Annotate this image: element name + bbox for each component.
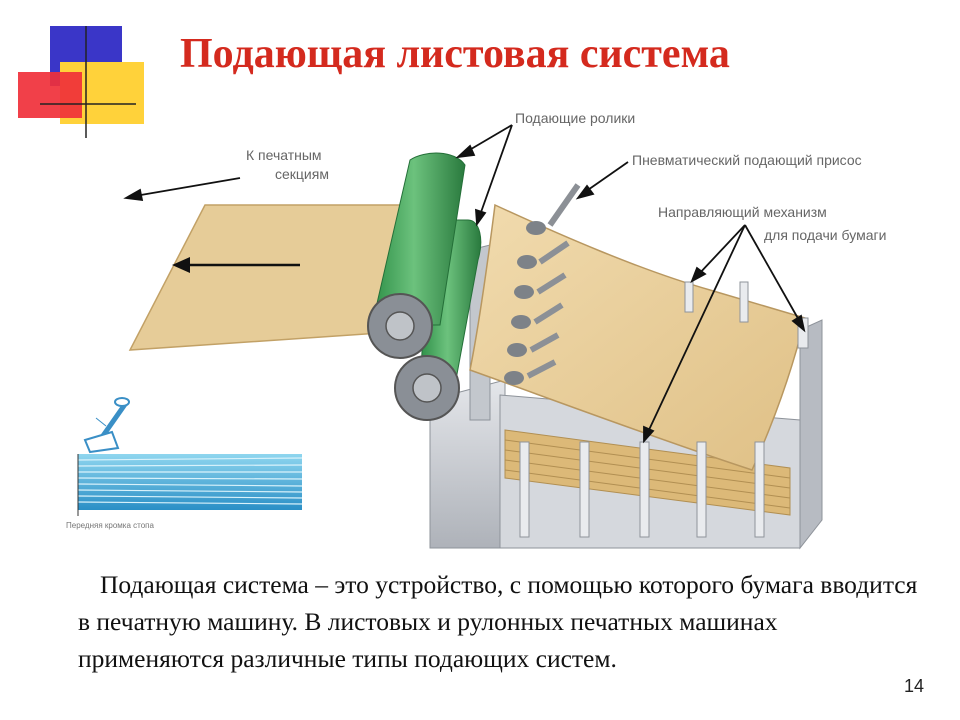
label-feed-rollers: Подающие ролики xyxy=(515,110,635,126)
feed-sheet xyxy=(469,203,806,471)
sucker xyxy=(514,272,567,299)
sucker xyxy=(526,183,581,235)
sucker xyxy=(504,359,557,385)
sucker xyxy=(511,302,564,329)
leader-lines xyxy=(123,124,806,444)
page-number: 14 xyxy=(904,676,925,696)
label-guide-2: для подачи бумаги xyxy=(764,227,886,243)
body-text: Подающая система – это устройство, с пом… xyxy=(78,566,928,677)
label-pneumatic-sucker: Пневматический подающий присос xyxy=(632,152,862,168)
label-to-sections-1: К печатным xyxy=(246,147,322,163)
feed-rollers xyxy=(367,152,482,421)
guide-pins xyxy=(519,281,809,538)
corner-decoration xyxy=(18,26,144,138)
label-guide-1: Направляющий механизм xyxy=(658,204,827,220)
sucker xyxy=(507,332,560,357)
pneumatic-suckers xyxy=(504,183,581,385)
feeder-diagram: К печатным секциям Подающие ролики Пневм… xyxy=(66,110,886,550)
inset-stack xyxy=(78,454,302,510)
sucker xyxy=(517,240,570,269)
direction-arrow xyxy=(172,257,300,273)
inset-caption: Передняя кромка стопа xyxy=(66,521,154,530)
roller-end-bottom xyxy=(394,355,460,421)
inset-illustration: Передняя кромка стопа xyxy=(66,397,303,530)
red-square xyxy=(18,72,82,118)
roller-end-top xyxy=(367,293,433,359)
slide-title: Подающая листовая система xyxy=(180,31,730,77)
body-paragraph: Подающая система – это устройство, с пом… xyxy=(78,570,918,673)
label-to-sections-2: секциям xyxy=(275,166,329,182)
